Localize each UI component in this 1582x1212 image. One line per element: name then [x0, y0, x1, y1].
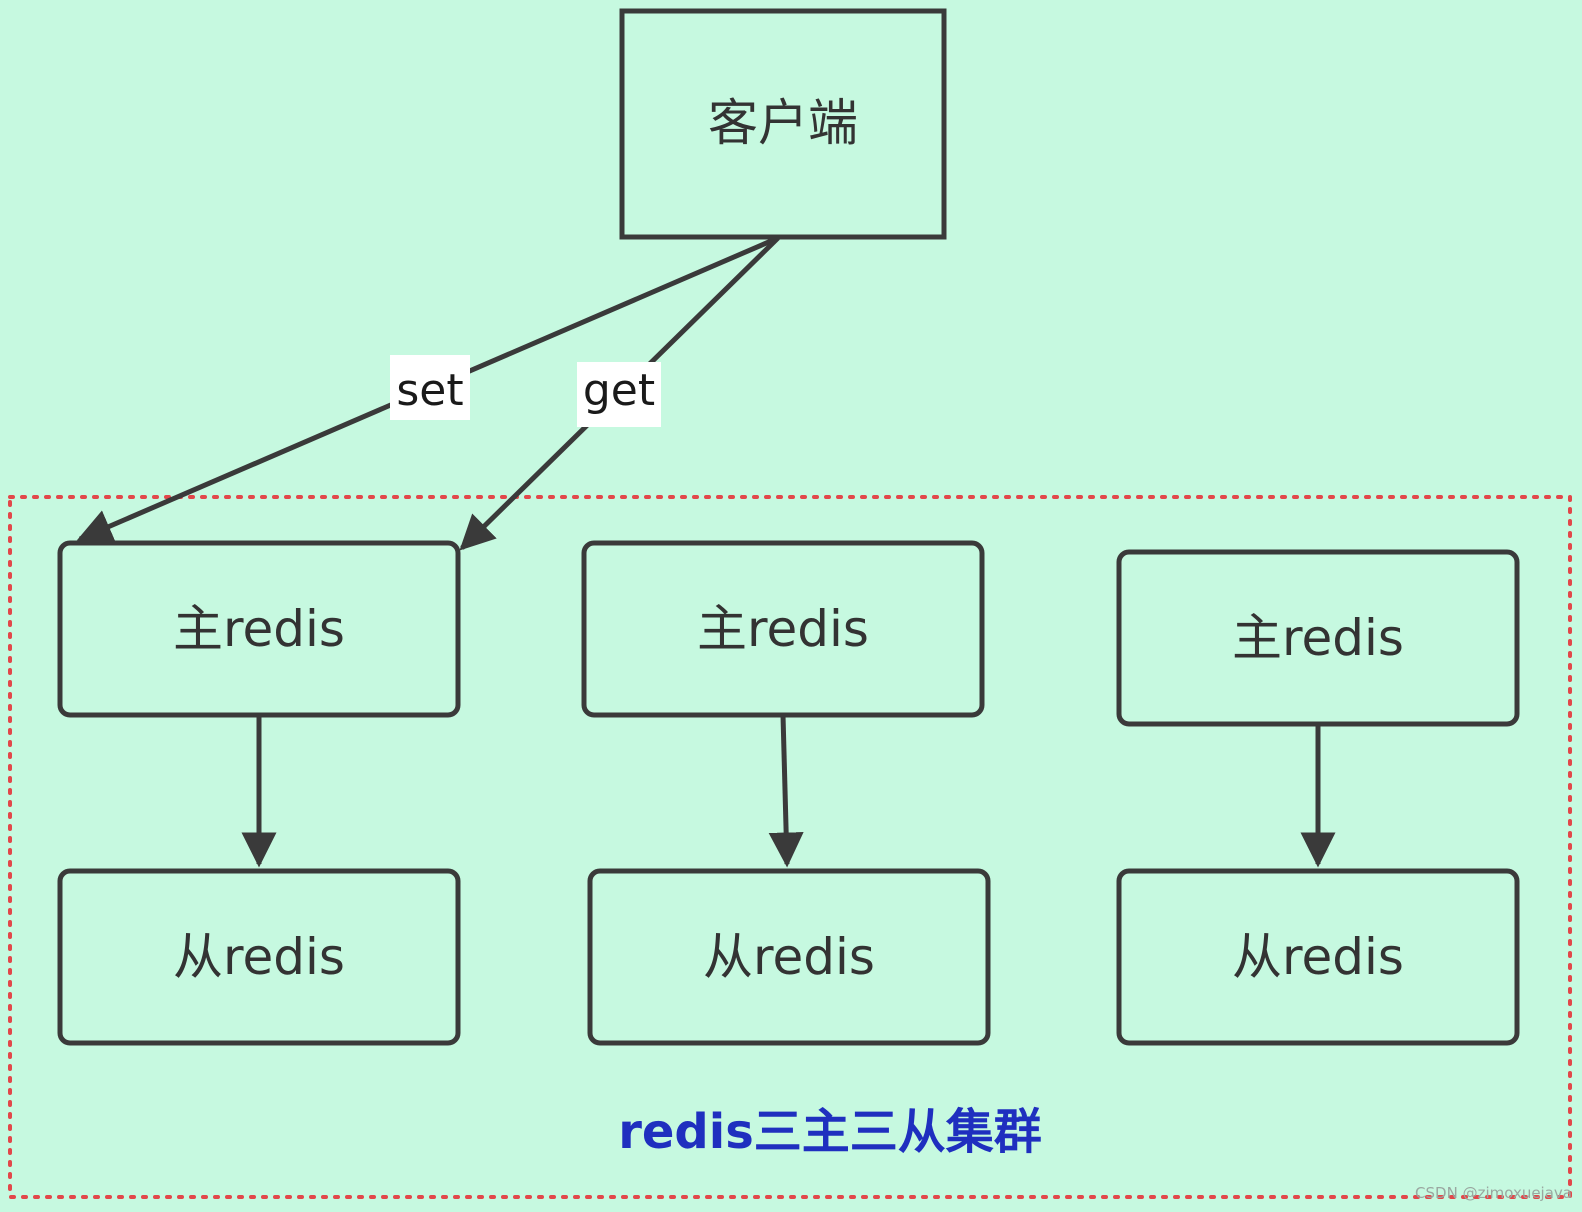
slave-redis-node-2: 从redis	[587, 868, 991, 1046]
watermark: CSDN @zimoxuejava	[1415, 1184, 1572, 1202]
cluster-caption: redis三主三从集群	[618, 1104, 1042, 1160]
svg-text:主redis: 主redis	[173, 600, 345, 658]
master-redis-node-2: 主redis	[581, 540, 985, 718]
edge-master2-slave2	[768, 714, 804, 868]
svg-text:从redis: 从redis	[173, 928, 345, 986]
cluster-boundary	[8, 495, 1572, 1199]
master-redis-node-3: 主redis	[1116, 549, 1520, 727]
master-redis-node-1: 主redis	[57, 540, 461, 718]
svg-text:客户端: 客户端	[708, 94, 858, 152]
svg-text:从redis: 从redis	[703, 928, 875, 986]
svg-text:主redis: 主redis	[697, 600, 869, 658]
edge-label-set: set	[390, 355, 470, 420]
client-node: 客户端	[619, 8, 947, 240]
svg-text:从redis: 从redis	[1232, 928, 1404, 986]
slave-redis-node-3: 从redis	[1116, 868, 1520, 1046]
svg-text:set: set	[396, 365, 463, 416]
svg-text:主redis: 主redis	[1232, 609, 1404, 667]
slave-redis-node-1: 从redis	[57, 868, 461, 1046]
edge-label-get: get	[577, 362, 661, 427]
svg-text:get: get	[583, 365, 655, 416]
